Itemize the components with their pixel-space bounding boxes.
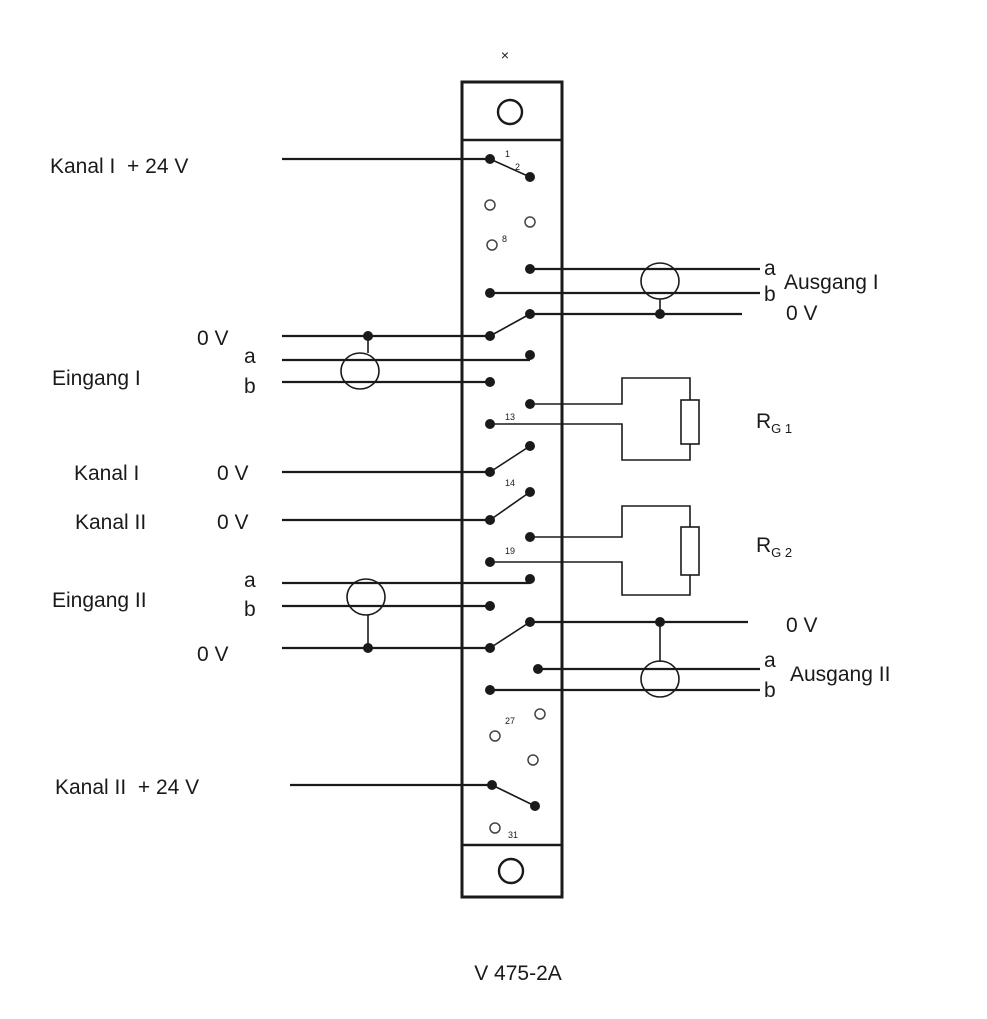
wire-kanal2-ov xyxy=(282,487,535,525)
label-kanal2-ov: 0 V xyxy=(217,511,249,534)
label-a-eingang1: a xyxy=(244,345,256,368)
svg-text:2: 2 xyxy=(515,162,520,172)
svg-text:13: 13 xyxy=(505,412,515,422)
label-b-ausgang1: b xyxy=(764,283,776,306)
label-kanal1-24v: Kanal I + 24 V xyxy=(50,155,188,178)
label-b-ausgang2: b xyxy=(764,679,776,702)
label-ausgang1: Ausgang I xyxy=(784,271,879,294)
label-rg2: RG 2 xyxy=(756,534,792,560)
top-mark: × xyxy=(501,47,509,63)
resistor-rg2 xyxy=(485,505,700,596)
label-a-ausgang2: a xyxy=(764,649,776,672)
label-ov-eingang2: 0 V xyxy=(197,643,229,666)
label-ov-ausgang1: 0 V xyxy=(786,302,818,325)
label-ov-ausgang2: 0 V xyxy=(786,614,818,637)
module-body xyxy=(460,80,564,899)
svg-text:8: 8 xyxy=(502,234,507,244)
svg-text:1: 1 xyxy=(505,149,510,159)
label-kanal1: Kanal I xyxy=(74,462,139,485)
left-labels: Kanal I + 24 V 0 V a Eingang I b Kanal I… xyxy=(50,155,256,799)
label-ausgang2: Ausgang II xyxy=(790,663,890,686)
mounting-hole-top xyxy=(496,98,524,126)
mounting-hole-bottom xyxy=(497,857,525,885)
label-rg1: RG 1 xyxy=(756,410,792,436)
wire-ausgang2 xyxy=(485,617,760,698)
label-kanal2: Kanal II xyxy=(75,511,146,534)
wire-ausgang1 xyxy=(485,262,760,319)
wire-kanal1-24v xyxy=(282,154,535,182)
label-a-ausgang1: a xyxy=(764,257,776,280)
model-code: V 475-2A xyxy=(474,962,562,985)
label-b-eingang2: b xyxy=(244,598,256,621)
resistor-rg1 xyxy=(485,377,700,461)
svg-text:31: 31 xyxy=(508,830,518,840)
wire-eingang2 xyxy=(282,574,535,653)
open-holes xyxy=(484,199,546,834)
label-ov-top: 0 V xyxy=(197,327,229,350)
label-eingang2: Eingang II xyxy=(52,589,147,612)
wire-eingang1 xyxy=(282,313,535,390)
label-a-eingang2: a xyxy=(244,569,256,592)
svg-text:14: 14 xyxy=(505,478,515,488)
svg-text:19: 19 xyxy=(505,546,515,556)
right-labels: a Ausgang I b 0 V RG 1 RG 2 0 V a Ausgan… xyxy=(756,257,890,702)
svg-text:27: 27 xyxy=(505,716,515,726)
label-kanal1-ov: 0 V xyxy=(217,462,249,485)
wire-kanal2-24v xyxy=(290,780,540,811)
label-b-eingang1: b xyxy=(244,375,256,398)
label-eingang1: Eingang I xyxy=(52,367,141,390)
wire-kanal1-ov xyxy=(282,441,535,477)
label-kanal2-24v: Kanal II + 24 V xyxy=(55,776,199,799)
pin-numbers: 1 2 8 13 14 19 27 31 xyxy=(502,149,520,840)
